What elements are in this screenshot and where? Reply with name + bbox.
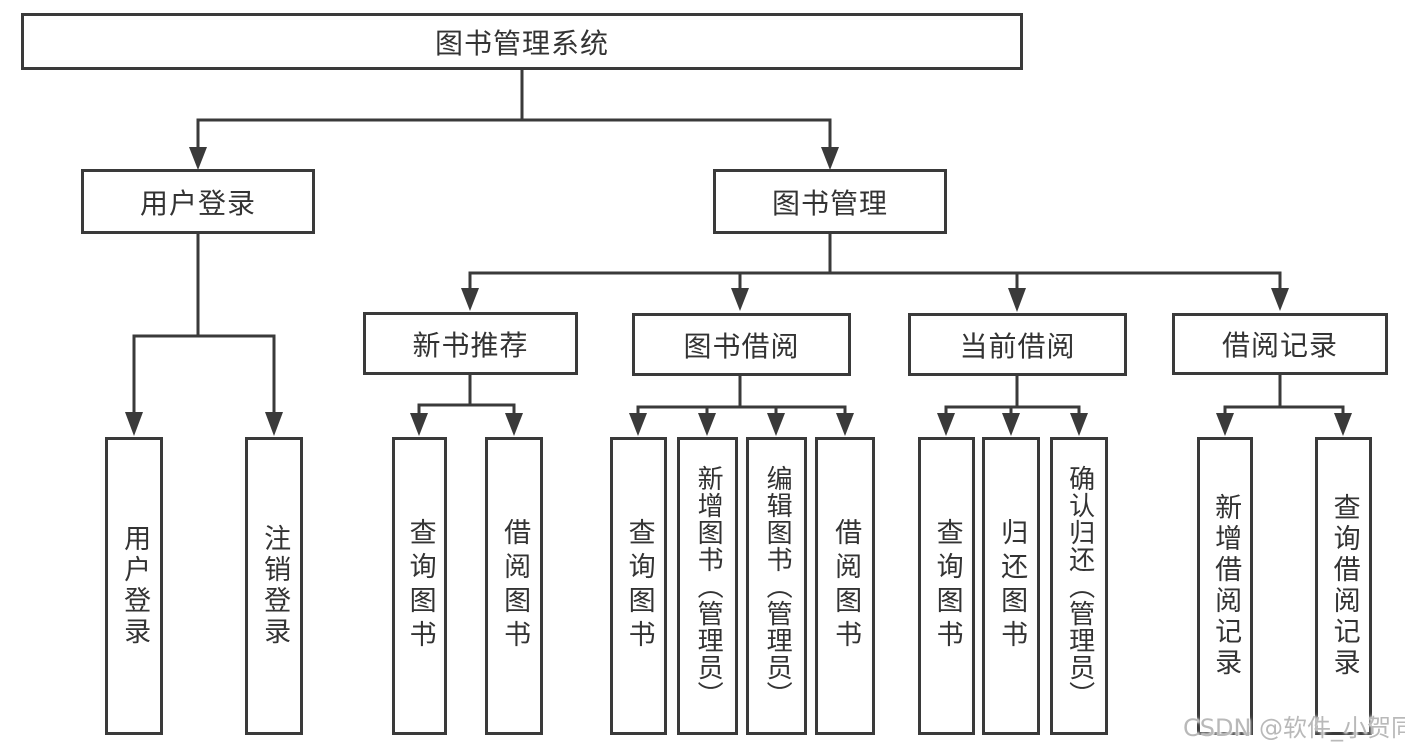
leaf-logout: 注销登录	[245, 437, 303, 735]
arrowheads	[125, 147, 1352, 436]
node-user-login: 用户登录	[81, 169, 315, 234]
leaf-newbook-query-books: 查询图书	[392, 437, 447, 735]
node-borrow-record-label: 借阅记录	[1221, 329, 1338, 362]
csdn-watermark: CSDN @软件_小贺同学	[1183, 714, 1405, 742]
leaf-user-login: 用户登录	[105, 437, 163, 735]
node-user-login-label: 用户登录	[139, 186, 256, 220]
leaf-current-confirm-return-admin: 确认归还（管理员）	[1050, 437, 1108, 735]
leaf-borrow-query-books: 查询图书	[610, 437, 667, 735]
leaf-current-query-books-label: 查询图书	[931, 518, 963, 654]
node-book-borrow-label: 图书借阅	[683, 329, 800, 363]
leaf-logout-label: 注销登录	[259, 524, 291, 648]
leaf-borrow-add-books-admin-label: 新增图书（管理员）	[693, 464, 724, 708]
leaf-borrow-query-books-label: 查询图书	[623, 518, 655, 654]
node-current-borrow-label: 当前借阅	[959, 329, 1076, 363]
leaf-newbook-query-books-label: 查询图书	[404, 518, 436, 654]
tree-edges	[132, 69, 1345, 417]
leaf-record-query: 查询借阅记录	[1315, 437, 1372, 735]
leaf-current-return-books-label: 归还图书	[996, 518, 1028, 654]
leaf-borrow-add-books-admin: 新增图书（管理员）	[677, 437, 738, 735]
leaf-record-add: 新增借阅记录	[1197, 437, 1253, 735]
leaf-borrow-edit-books-admin-label: 编辑图书（管理员）	[762, 464, 793, 708]
leaf-current-query-books: 查询图书	[918, 437, 975, 735]
node-new-book-recommend-label: 新书推荐	[412, 328, 529, 362]
leaf-user-login-label: 用户登录	[119, 524, 151, 648]
leaf-record-add-label: 新增借阅记录	[1210, 493, 1242, 679]
node-new-book-recommend: 新书推荐	[363, 312, 578, 375]
node-current-borrow: 当前借阅	[908, 313, 1127, 376]
leaf-current-confirm-return-admin-label: 确认归还（管理员）	[1064, 464, 1095, 708]
leaf-newbook-borrow-books-label: 借阅图书	[499, 518, 531, 654]
leaf-record-query-label: 查询借阅记录	[1328, 493, 1360, 679]
leaf-borrow-edit-books-admin: 编辑图书（管理员）	[746, 437, 807, 735]
leaf-newbook-borrow-books: 借阅图书	[485, 437, 543, 735]
node-book-management: 图书管理	[713, 169, 947, 234]
node-borrow-record: 借阅记录	[1172, 313, 1388, 375]
node-book-borrow: 图书借阅	[632, 313, 851, 376]
leaf-current-return-books: 归还图书	[982, 437, 1040, 735]
leaf-borrow-borrow-books: 借阅图书	[815, 437, 875, 735]
leaf-borrow-borrow-books-label: 借阅图书	[830, 518, 862, 654]
node-book-management-label: 图书管理	[771, 186, 888, 220]
node-root: 图书管理系统	[21, 13, 1023, 70]
node-root-label: 图书管理系统	[434, 26, 609, 60]
